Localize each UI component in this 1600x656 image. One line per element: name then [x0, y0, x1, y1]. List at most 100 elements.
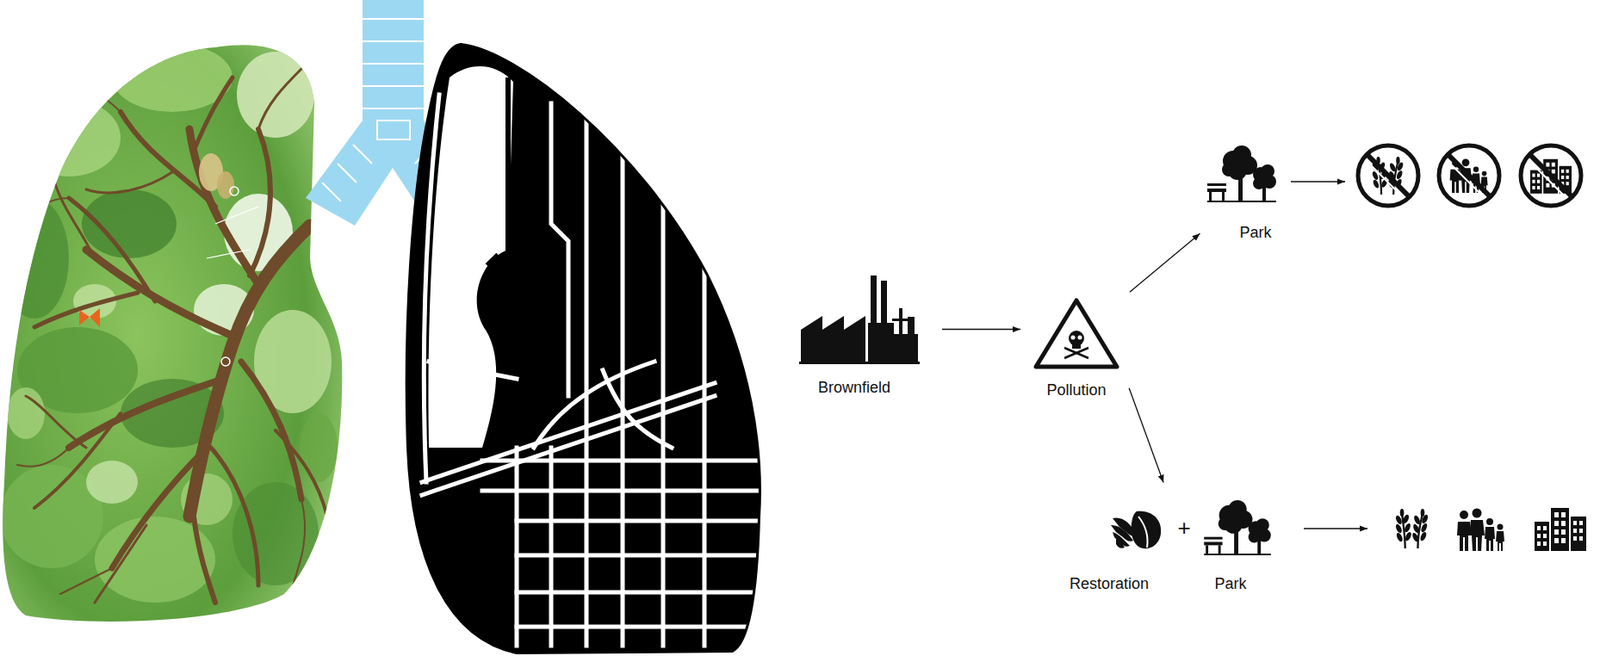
trachea — [322, 182, 342, 202]
foliage — [17, 99, 121, 177]
restoration-icon — [1110, 511, 1161, 549]
trachea — [362, 18, 424, 20]
hazard-icon — [1035, 300, 1117, 367]
map-lung-illustration — [702, 215, 707, 646]
node-label: Park — [1239, 223, 1272, 242]
node-label: Brownfield — [818, 378, 891, 397]
tree-branches — [17, 68, 328, 603]
trachea — [362, 40, 424, 43]
no-buildings-icon — [1520, 145, 1582, 206]
map-lung-illustration — [482, 489, 758, 494]
map-lung-illustration — [505, 77, 511, 259]
icon-node: Brownfield — [792, 271, 922, 401]
flow-arrow — [942, 328, 1021, 330]
trachea — [362, 85, 424, 87]
outcome-arrow — [1290, 180, 1346, 182]
lung-details — [79, 308, 100, 328]
foliage — [111, 43, 233, 112]
map-lung-illustration — [551, 103, 569, 397]
tree-branches — [51, 172, 95, 259]
tree-branches — [86, 249, 233, 336]
no-people-icon — [1446, 160, 1485, 199]
foliage — [0, 43, 338, 603]
tree-branches — [210, 447, 259, 586]
map-lung-illustration — [428, 361, 517, 379]
tree-branches — [86, 172, 173, 193]
foliage — [0, 198, 69, 319]
map-lung-illustration — [427, 66, 514, 448]
hazard-icon — [1071, 335, 1076, 341]
outcome-arrow — [1303, 527, 1368, 529]
trachea — [362, 62, 424, 65]
tree-branches — [258, 68, 302, 130]
hazard-icon — [1072, 342, 1081, 349]
tree-branches — [17, 447, 69, 467]
park-icon — [1203, 500, 1272, 556]
foliage — [236, 51, 315, 138]
tree-branches — [25, 396, 87, 448]
flow-arrow — [1129, 233, 1201, 292]
map-lung-illustration — [514, 447, 520, 646]
lung-details — [79, 153, 259, 366]
tree-lung-illustration — [0, 34, 345, 638]
map-lung-illustration — [490, 258, 516, 328]
hazard-icon — [1035, 300, 1117, 367]
tree-branches — [193, 516, 216, 603]
crops-icon — [1395, 508, 1430, 549]
node-label: Pollution — [1046, 380, 1106, 400]
icon-node: Park — [1201, 137, 1292, 246]
hazard-icon — [1078, 335, 1083, 341]
map-lung-illustration — [423, 94, 440, 483]
lung-details — [215, 206, 259, 224]
no-crops-icon — [1358, 145, 1419, 206]
node-label: Park — [1214, 574, 1247, 594]
map-lung-illustration — [421, 383, 715, 483]
trachea — [362, 107, 424, 110]
map-lung-illustration — [533, 361, 655, 448]
map-lung-illustration — [661, 146, 666, 646]
factory-icon — [800, 316, 866, 365]
trachea — [377, 120, 410, 140]
map-lung-illustration — [408, 45, 759, 652]
tree-branches — [21, 198, 69, 224]
no-crops-icon — [1358, 145, 1419, 206]
lung-details — [221, 357, 230, 366]
trachea — [337, 163, 357, 183]
park-icon — [1207, 145, 1277, 203]
map-lung-illustration — [421, 66, 758, 646]
factory-icon — [799, 275, 920, 365]
no-buildings-icon — [1520, 145, 1582, 206]
tree-branches — [292, 499, 305, 586]
no-crops-icon — [1365, 160, 1404, 199]
map-lung-illustration — [549, 447, 554, 646]
no-people-icon — [1448, 155, 1490, 197]
foliage — [232, 482, 319, 586]
tree-branches — [111, 447, 207, 569]
map-lung-illustration — [584, 86, 590, 646]
factory-icon — [868, 322, 894, 365]
no-buildings-icon — [1530, 155, 1572, 197]
lung-details — [206, 249, 250, 259]
hazard-icon — [1064, 347, 1089, 359]
map-lung-illustration — [620, 94, 626, 646]
tree-branches — [189, 129, 259, 285]
map-lung-illustration — [602, 370, 672, 448]
no-people-icon — [1438, 145, 1500, 206]
tree-branches — [275, 430, 328, 517]
tree-branches — [60, 568, 112, 595]
trachea — [353, 144, 373, 164]
lung-details — [229, 186, 239, 196]
tree-lung-illustration — [0, 34, 345, 638]
hazard-icon — [1064, 347, 1089, 359]
node-label: Restoration — [1069, 574, 1149, 594]
factory-icon — [893, 334, 918, 365]
tree-branches — [68, 86, 121, 112]
tree-branches — [94, 525, 147, 603]
factory-icon — [799, 361, 920, 365]
no-buildings-icon — [1528, 160, 1567, 199]
tree-branches — [241, 361, 302, 500]
no-people-icon — [1438, 145, 1500, 206]
